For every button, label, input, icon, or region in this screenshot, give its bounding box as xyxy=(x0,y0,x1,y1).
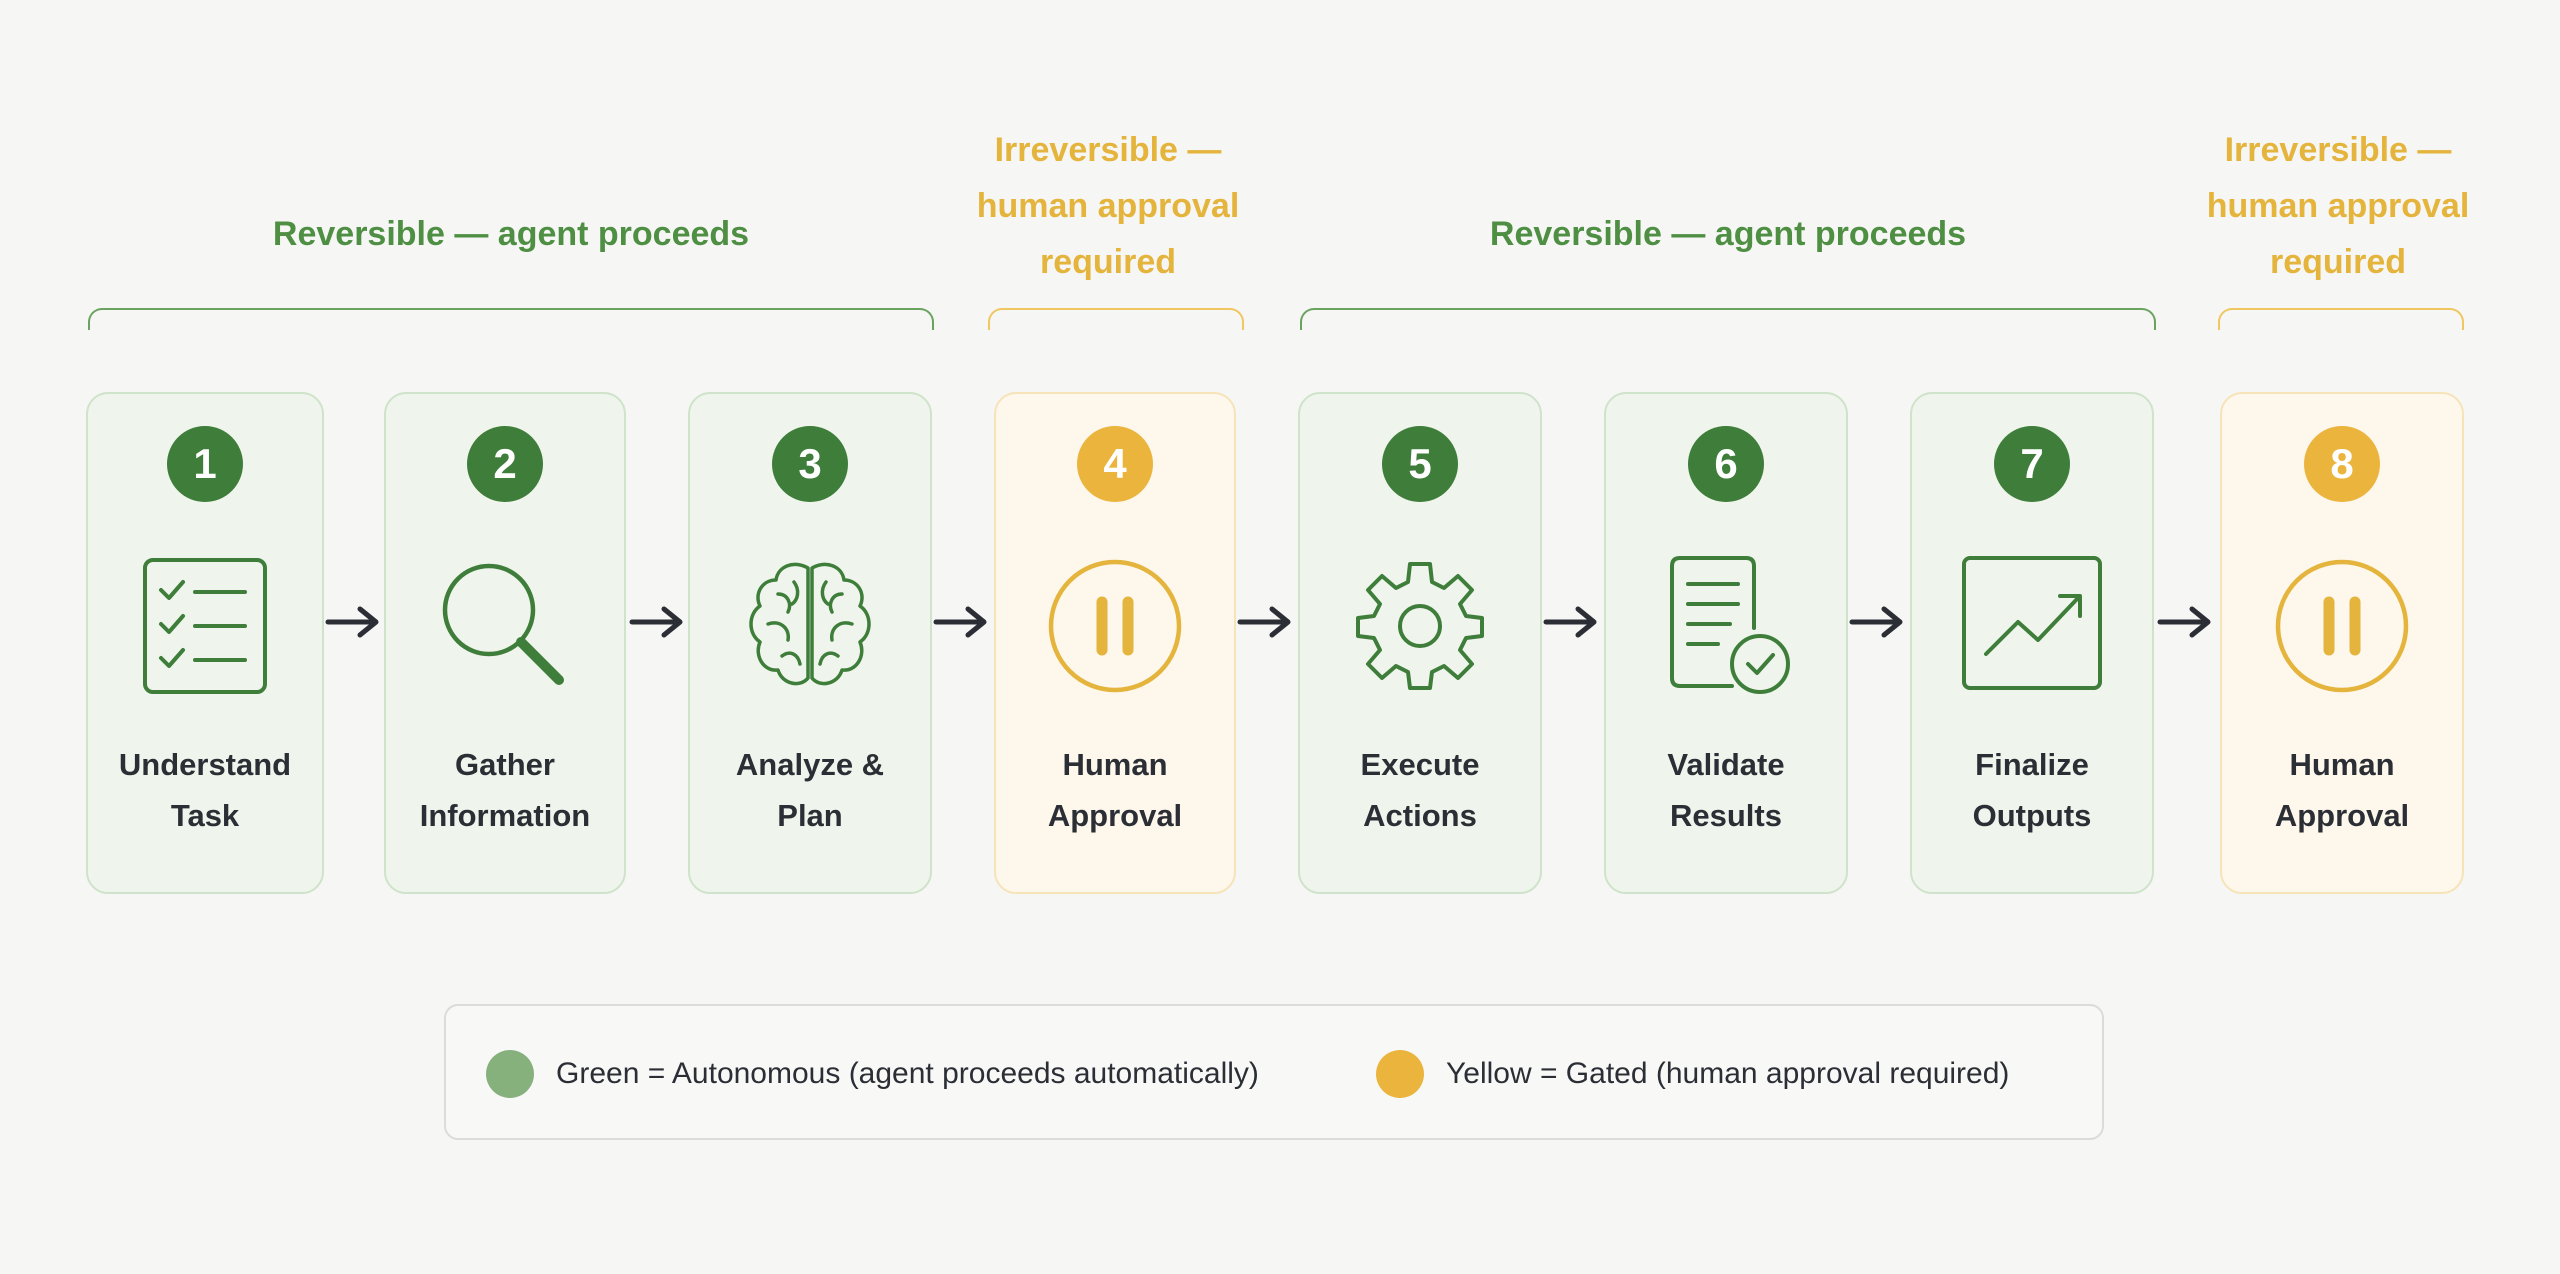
search-icon xyxy=(433,554,577,698)
group-bracket-irreversible-2 xyxy=(2218,308,2464,330)
legend-dot-gated xyxy=(1376,1050,1424,1098)
arrow-right-icon xyxy=(324,602,384,642)
step-card-human-approval-2: 8 Human Approval xyxy=(2220,392,2464,894)
step-number-badge: 7 xyxy=(1994,426,2070,502)
gear-icon xyxy=(1348,554,1492,698)
document-check-icon xyxy=(1654,554,1798,698)
group-label-reversible-1: Reversible — agent proceeds xyxy=(272,215,750,253)
step-card-human-approval-1: 4 Human Approval xyxy=(994,392,1236,894)
group-label-irreversible-2: Irreversible — human approval required xyxy=(2206,131,2470,281)
arrow-right-icon xyxy=(1236,602,1296,642)
checklist-icon xyxy=(133,554,277,698)
step-number-badge: 8 xyxy=(2304,426,2380,502)
arrow-right-icon xyxy=(1542,602,1602,642)
group-bracket-irreversible-1 xyxy=(988,308,1244,330)
legend-dot-autonomous xyxy=(486,1050,534,1098)
step-card-gather-information: 2 Gather Information xyxy=(384,392,626,894)
legend-text-autonomous: Green = Autonomous (agent proceeds autom… xyxy=(556,1057,1259,1090)
step-number-badge: 4 xyxy=(1077,426,1153,502)
step-label: Validate Results xyxy=(1667,747,1785,833)
step-number-badge: 6 xyxy=(1688,426,1764,502)
step-label: Finalize Outputs xyxy=(1972,747,2092,833)
pause-icon xyxy=(1043,554,1187,698)
step-label: Execute Actions xyxy=(1360,747,1480,833)
step-label: Human Approval xyxy=(2274,747,2410,833)
step-label: Understand Task xyxy=(118,747,292,833)
group-label-irreversible-1: Irreversible — human approval required xyxy=(976,131,1240,281)
step-card-understand-task: 1 Understand Task xyxy=(86,392,324,894)
group-bracket-reversible-1 xyxy=(88,308,934,330)
step-card-execute-actions: 5 Execute Actions xyxy=(1298,392,1542,894)
step-label: Human Approval xyxy=(1047,747,1183,833)
group-label-reversible-2: Reversible — agent proceeds xyxy=(1489,215,1967,253)
arrow-right-icon xyxy=(2156,602,2216,642)
arrow-right-icon xyxy=(1848,602,1908,642)
arrow-right-icon xyxy=(932,602,992,642)
step-label: Gather Information xyxy=(419,747,591,833)
legend-box: Green = Autonomous (agent proceeds autom… xyxy=(444,1004,2104,1140)
step-number-badge: 1 xyxy=(167,426,243,502)
arrow-right-icon xyxy=(628,602,688,642)
pause-icon xyxy=(2270,554,2414,698)
step-card-analyze-plan: 3 Analyze & Plan xyxy=(688,392,932,894)
legend-text-gated: Yellow = Gated (human approval required) xyxy=(1446,1057,2010,1090)
step-card-finalize-outputs: 7 Finalize Outputs xyxy=(1910,392,2154,894)
trend-chart-icon xyxy=(1960,554,2104,698)
step-number-badge: 5 xyxy=(1382,426,1458,502)
step-number-badge: 2 xyxy=(467,426,543,502)
group-bracket-reversible-2 xyxy=(1300,308,2156,330)
step-card-validate-results: 6 Validate Results xyxy=(1604,392,1848,894)
brain-icon xyxy=(738,554,882,698)
step-label: Analyze & Plan xyxy=(735,747,885,833)
step-number-badge: 3 xyxy=(772,426,848,502)
